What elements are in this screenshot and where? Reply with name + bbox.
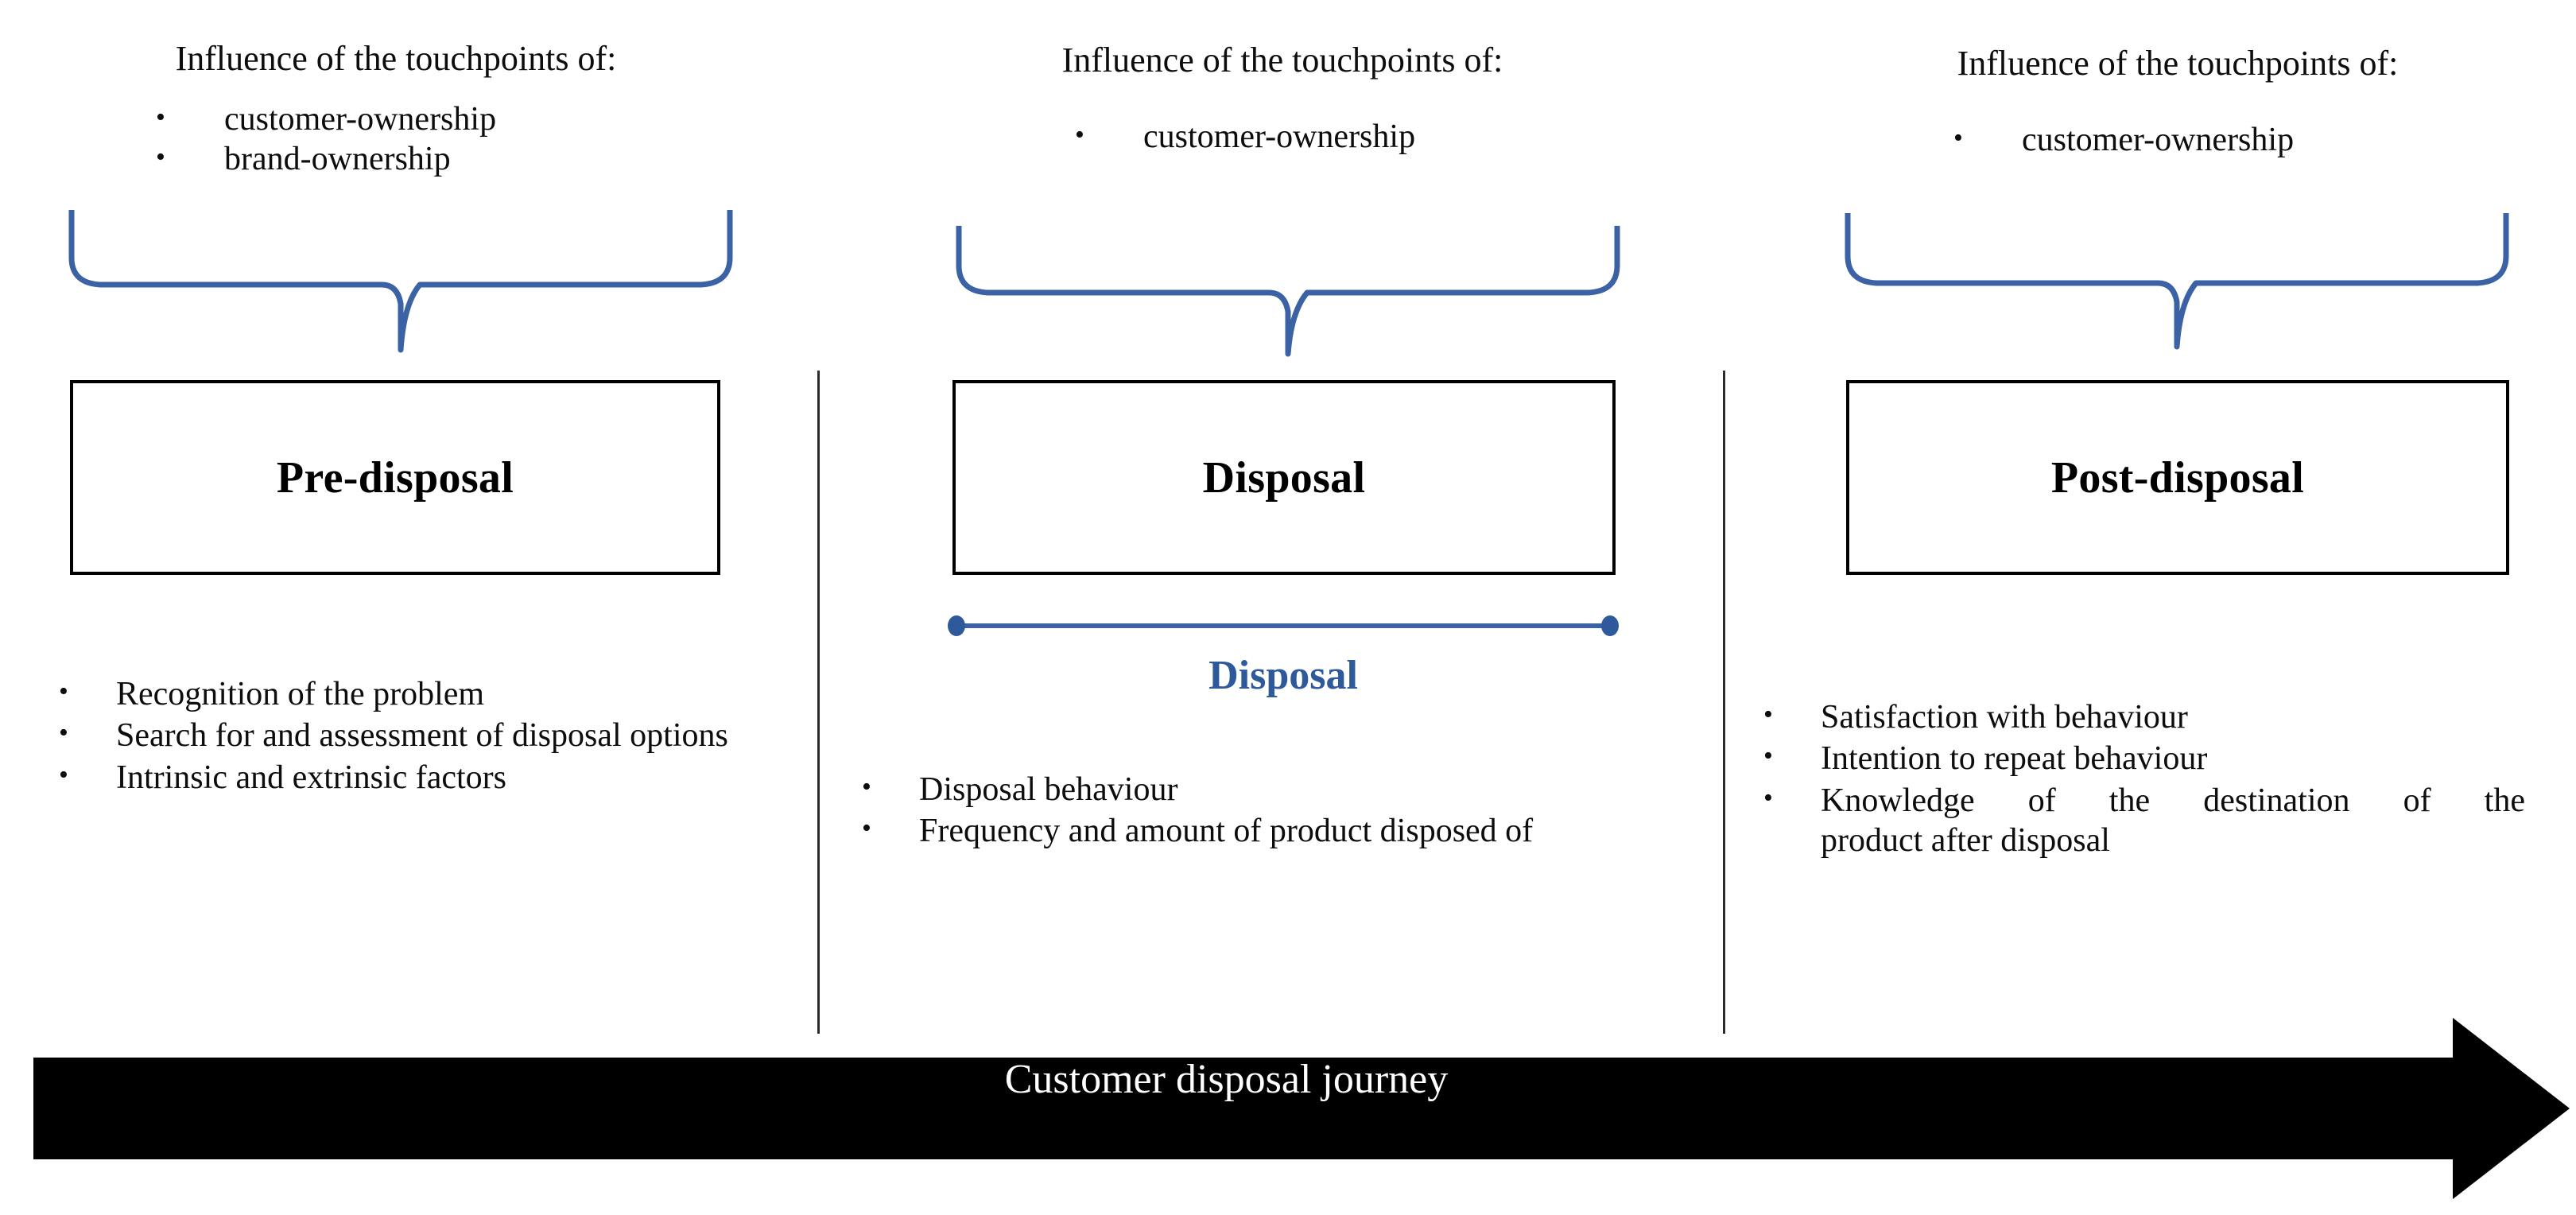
- stage-label-post-disposal: Post-disposal: [2050, 452, 2305, 503]
- connector-line: [954, 623, 1612, 628]
- brace-disposal: [956, 226, 1620, 357]
- detail-label: Frequency and amount of product disposed…: [919, 813, 1534, 850]
- touchpoint-label: brand-ownership: [224, 140, 451, 177]
- touchpoints-list-post-disposal: customer-ownership: [1953, 119, 2478, 161]
- brace-post-disposal: [1845, 213, 2509, 350]
- connector-endpoint-right-dot: [1601, 615, 1619, 636]
- touchpoint-item: brand-ownership: [156, 138, 712, 180]
- touchpoint-item: customer-ownership: [1075, 116, 1584, 157]
- touchpoints-list-disposal: customer-ownership: [1075, 116, 1584, 157]
- touchpoint-label: customer-ownership: [1143, 118, 1416, 155]
- details-list-disposal: Disposal behaviour Frequency and amount …: [857, 767, 1652, 853]
- brace-pre-disposal: [68, 210, 733, 353]
- stage-label-pre-disposal: Pre-disposal: [276, 452, 514, 503]
- stage-label-disposal: Disposal: [1202, 452, 1366, 503]
- customer-journey-arrow: Customer disposal journey: [0, 1016, 2576, 1201]
- detail-label: Disposal behaviour: [919, 771, 1178, 808]
- disposal-connector-line: [948, 615, 1619, 636]
- stage-box-disposal[interactable]: Disposal: [952, 380, 1616, 575]
- touchpoints-list-pre-disposal: customer-ownership brand-ownership: [156, 99, 712, 180]
- detail-item: Frequency and amount of product disposed…: [857, 809, 1652, 851]
- detail-item: Satisfaction with behaviour: [1759, 695, 2525, 737]
- disposal-connector-caption: Disposal: [954, 652, 1612, 699]
- detail-label-line2: product after disposal: [1821, 822, 2110, 860]
- detail-label: Intrinsic and extrinsic factors: [116, 759, 506, 796]
- touchpoints-title-pre-disposal: Influence of the touchpoints of:: [175, 39, 617, 78]
- stage-box-post-disposal[interactable]: Post-disposal: [1846, 380, 2509, 575]
- details-list-post-disposal: Satisfaction with behaviour Intention to…: [1759, 695, 2525, 863]
- connector-caption-label: Disposal: [1208, 653, 1358, 698]
- detail-item: Intention to repeat behaviour: [1759, 736, 2525, 778]
- journey-arrow-shape: [33, 1018, 2570, 1199]
- touchpoints-header-post-disposal: Influence of the touchpoints of:: [1849, 43, 2507, 84]
- details-list-pre-disposal: Recognition of the problem Search for an…: [54, 672, 754, 799]
- detail-item: Disposal behaviour: [857, 767, 1652, 809]
- touchpoint-item: customer-ownership: [1953, 119, 2478, 161]
- touchpoint-item: customer-ownership: [156, 99, 712, 140]
- connector-endpoint-left-dot: [948, 615, 965, 636]
- detail-label: Intention to repeat behaviour: [1821, 740, 2208, 778]
- stage-box-pre-disposal[interactable]: Pre-disposal: [70, 380, 720, 575]
- touchpoint-label: customer-ownership: [2022, 122, 2295, 158]
- touchpoints-header-pre-disposal: Influence of the touchpoints of:: [70, 38, 722, 80]
- touchpoints-title-disposal: Influence of the touchpoints of:: [1061, 41, 1503, 80]
- detail-item: Intrinsic and extrinsic factors: [54, 755, 754, 798]
- detail-label: Satisfaction with behaviour: [1821, 699, 2188, 736]
- detail-item: Knowledge of the destination of the prod…: [1759, 778, 2525, 861]
- detail-label-line1: Knowledge of the destination of the: [1821, 782, 2525, 819]
- touchpoint-label: customer-ownership: [224, 101, 497, 138]
- touchpoints-title-post-disposal: Influence of the touchpoints of:: [1957, 44, 2399, 83]
- touchpoints-header-disposal: Influence of the touchpoints of:: [952, 40, 1612, 81]
- column-divider-left: [817, 371, 820, 1034]
- detail-label: Recognition of the problem: [116, 676, 485, 712]
- column-divider-right: [1723, 371, 1725, 1034]
- detail-item: Search for and assessment of disposal op…: [54, 713, 754, 755]
- detail-item: Recognition of the problem: [54, 672, 754, 714]
- detail-label: Search for and assessment of disposal op…: [116, 717, 728, 755]
